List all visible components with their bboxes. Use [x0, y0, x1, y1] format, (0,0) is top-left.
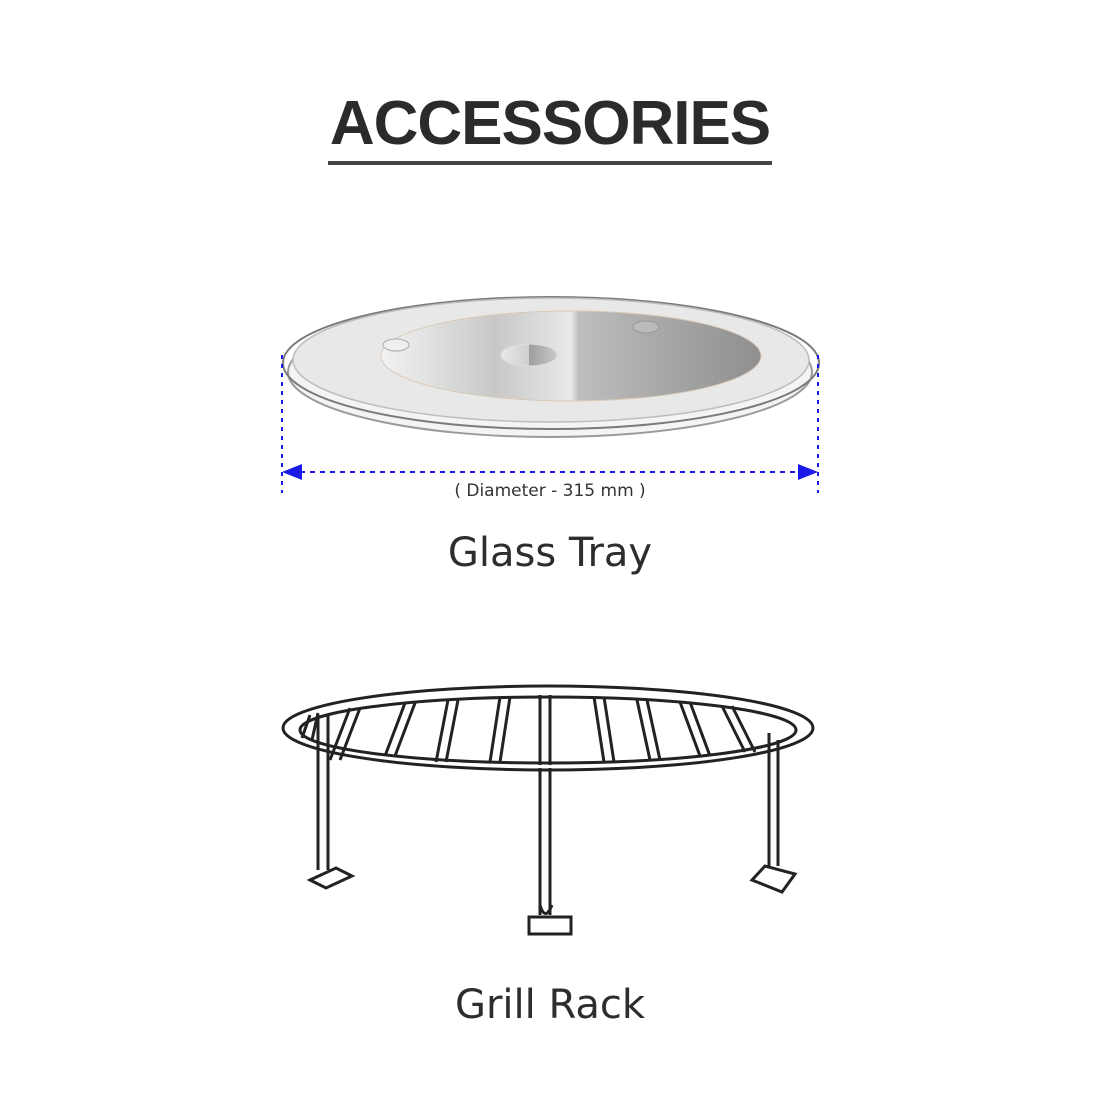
page-title: ACCESSORIES [0, 88, 1100, 165]
grill-rack-caption: Grill Rack [454, 982, 646, 1028]
diameter-label: ( Diameter - 315 mm ) [454, 481, 646, 501]
glass-tray-caption: Glass Tray [447, 530, 653, 576]
